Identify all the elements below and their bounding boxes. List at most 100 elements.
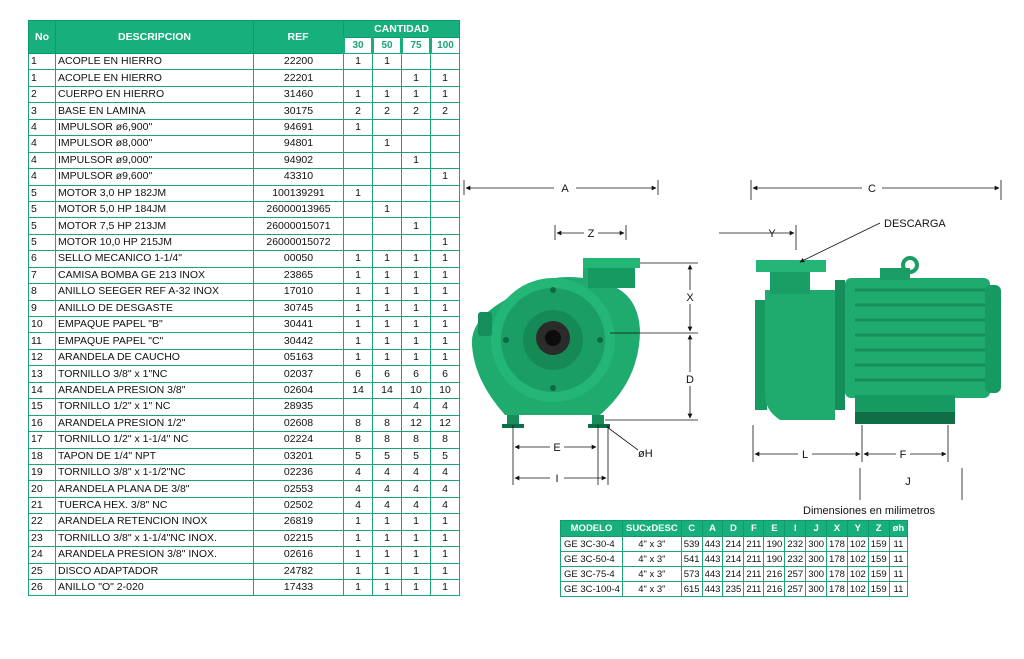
dimension-cell: 232: [784, 551, 807, 567]
part-ref: 26000015071: [253, 217, 344, 235]
dimension-header: E: [763, 520, 786, 537]
label-D: D: [686, 374, 694, 386]
model-cell: GE 3C-100-4: [560, 581, 623, 597]
parts-table: No DESCRIPCION REF CANTIDAD 30 50 75 100…: [28, 20, 460, 597]
part-qty: 4: [430, 463, 460, 482]
dimension-cell: 300: [805, 551, 828, 567]
part-description: ACOPLE EN HIERRO: [55, 52, 254, 71]
dimension-cell: 4" x 3": [621, 536, 682, 552]
dimension-header: A: [701, 520, 724, 537]
dimension-header: Y: [846, 520, 869, 537]
dimension-cell: 541: [680, 551, 703, 567]
dimension-cell: 573: [680, 566, 703, 582]
part-description: MOTOR 7,5 HP 213JM: [55, 217, 254, 235]
part-ref: 22200: [253, 52, 344, 71]
dimension-cell: 11: [888, 581, 909, 597]
part-ref: 100139291: [253, 184, 344, 202]
part-description: TAPON DE 1/4" NPT: [55, 447, 254, 465]
part-description: ARANDELA PRESION 1/2": [55, 414, 254, 433]
part-description: ANILLO "O" 2-020: [55, 578, 254, 597]
dimension-cell: 4" x 3": [621, 551, 682, 567]
part-ref: 30441: [253, 315, 344, 334]
part-ref: 02502: [253, 496, 344, 515]
dimension-cell: 443: [701, 536, 724, 552]
dimension-header: F: [743, 520, 765, 537]
dimension-cell: 11: [888, 536, 909, 552]
part-ref: 03201: [253, 447, 344, 465]
dimension-cell: 178: [826, 551, 848, 567]
dimension-header: J: [805, 520, 828, 537]
dimension-cell: 232: [784, 536, 807, 552]
dimension-cell: 159: [867, 566, 890, 582]
dimension-cell: 211: [743, 536, 765, 552]
dimension-cell: 235: [722, 581, 745, 597]
label-L: L: [802, 449, 808, 461]
part-qty: 12: [430, 414, 460, 433]
dimension-header: D: [722, 520, 745, 537]
label-A: A: [561, 183, 569, 195]
label-J: J: [905, 476, 911, 488]
label-Z: Z: [588, 228, 595, 240]
dimension-header: øh: [888, 520, 909, 537]
part-ref: 02037: [253, 365, 344, 383]
dimension-cell: 190: [763, 551, 786, 567]
dimension-header: C: [680, 520, 703, 537]
label-C: C: [868, 183, 876, 195]
part-description: EMPAQUE PAPEL "C": [55, 332, 254, 350]
dimension-header: MODELO: [560, 520, 623, 537]
dimension-cell: 102: [846, 551, 869, 567]
qty-col-100: 100: [429, 37, 460, 54]
dimension-cell: 178: [826, 566, 848, 582]
dimension-cell: 190: [763, 536, 786, 552]
part-qty: 1: [430, 332, 460, 350]
dimension-cell: 211: [743, 551, 765, 567]
dimension-cell: 11: [888, 551, 909, 567]
dimension-cell: 216: [763, 566, 786, 582]
dimension-header: SUCxDESC: [621, 520, 682, 537]
part-description: IMPULSOR ø8,000": [55, 135, 254, 153]
pump-side-view: [755, 256, 1001, 424]
model-cell: GE 3C-75-4: [560, 566, 623, 582]
dimension-cell: 443: [701, 581, 724, 597]
label-F: F: [900, 449, 907, 461]
parts-header-row: No DESCRIPCION REF CANTIDAD: [28, 20, 460, 54]
label-X: X: [686, 292, 694, 304]
dimension-cell: 178: [826, 581, 848, 597]
dimensions-title: Dimensiones en milimetros: [803, 505, 936, 517]
dimension-cell: 4" x 3": [621, 581, 682, 597]
dimension-cell: 211: [743, 566, 765, 582]
dimension-cell: 300: [805, 581, 828, 597]
part-description: TORNILLO 1/2" x 1" NC: [55, 398, 254, 416]
part-description: MOTOR 5,0 HP 184JM: [55, 200, 254, 219]
part-ref: 26000015072: [253, 233, 344, 252]
label-descarga: DESCARGA: [884, 218, 946, 230]
dimension-cell: 178: [826, 536, 848, 552]
model-cell: GE 3C-30-4: [560, 536, 623, 552]
dimension-header: X: [826, 520, 848, 537]
part-qty: 1: [401, 578, 431, 597]
dimension-header: I: [784, 520, 807, 537]
